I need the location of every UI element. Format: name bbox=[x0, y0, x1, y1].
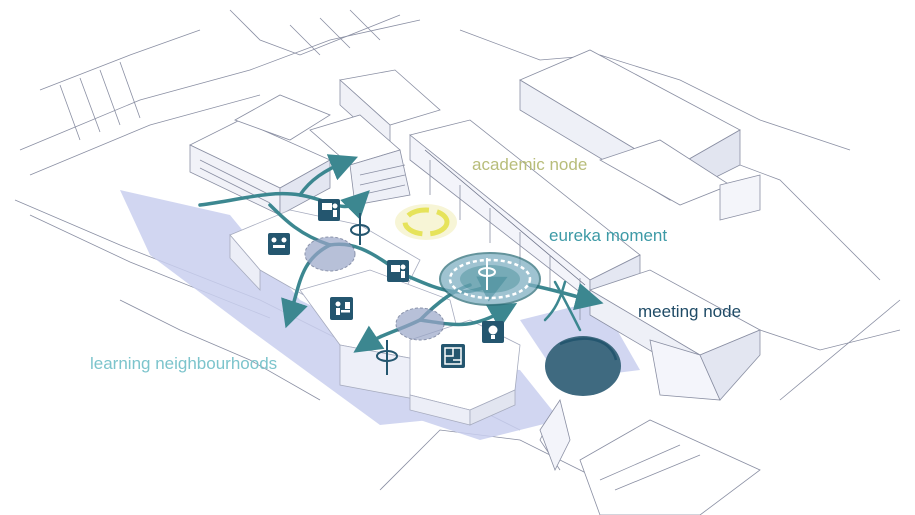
meeting-node-arc bbox=[559, 337, 618, 361]
building-south bbox=[539, 399, 761, 515]
eureka-moment-ring bbox=[439, 252, 541, 306]
eureka-moment-label: eureka moment bbox=[549, 226, 668, 245]
building-meeting bbox=[589, 269, 761, 401]
academic-node-label: academic node bbox=[472, 155, 588, 174]
meeting-table-icon bbox=[268, 233, 290, 255]
desk-worker-icon bbox=[330, 297, 353, 320]
learning-neighbourhoods-label: learning neighbourhoods bbox=[90, 354, 278, 373]
presentation-icon bbox=[318, 199, 340, 221]
rotation-arrow-icon bbox=[478, 258, 496, 290]
meeting-node-label: meeting node bbox=[638, 302, 742, 321]
meeting-node-disc bbox=[545, 336, 621, 396]
reading-person-icon bbox=[387, 260, 409, 282]
building-east bbox=[519, 49, 761, 221]
floor-plan-icon bbox=[441, 344, 465, 368]
rotation-arrow-icon bbox=[350, 213, 370, 245]
lightbulb-icon bbox=[482, 321, 504, 343]
path-junctions bbox=[304, 236, 445, 341]
academic-node-ring bbox=[395, 204, 457, 240]
rotation-arrow-icon bbox=[376, 340, 398, 375]
